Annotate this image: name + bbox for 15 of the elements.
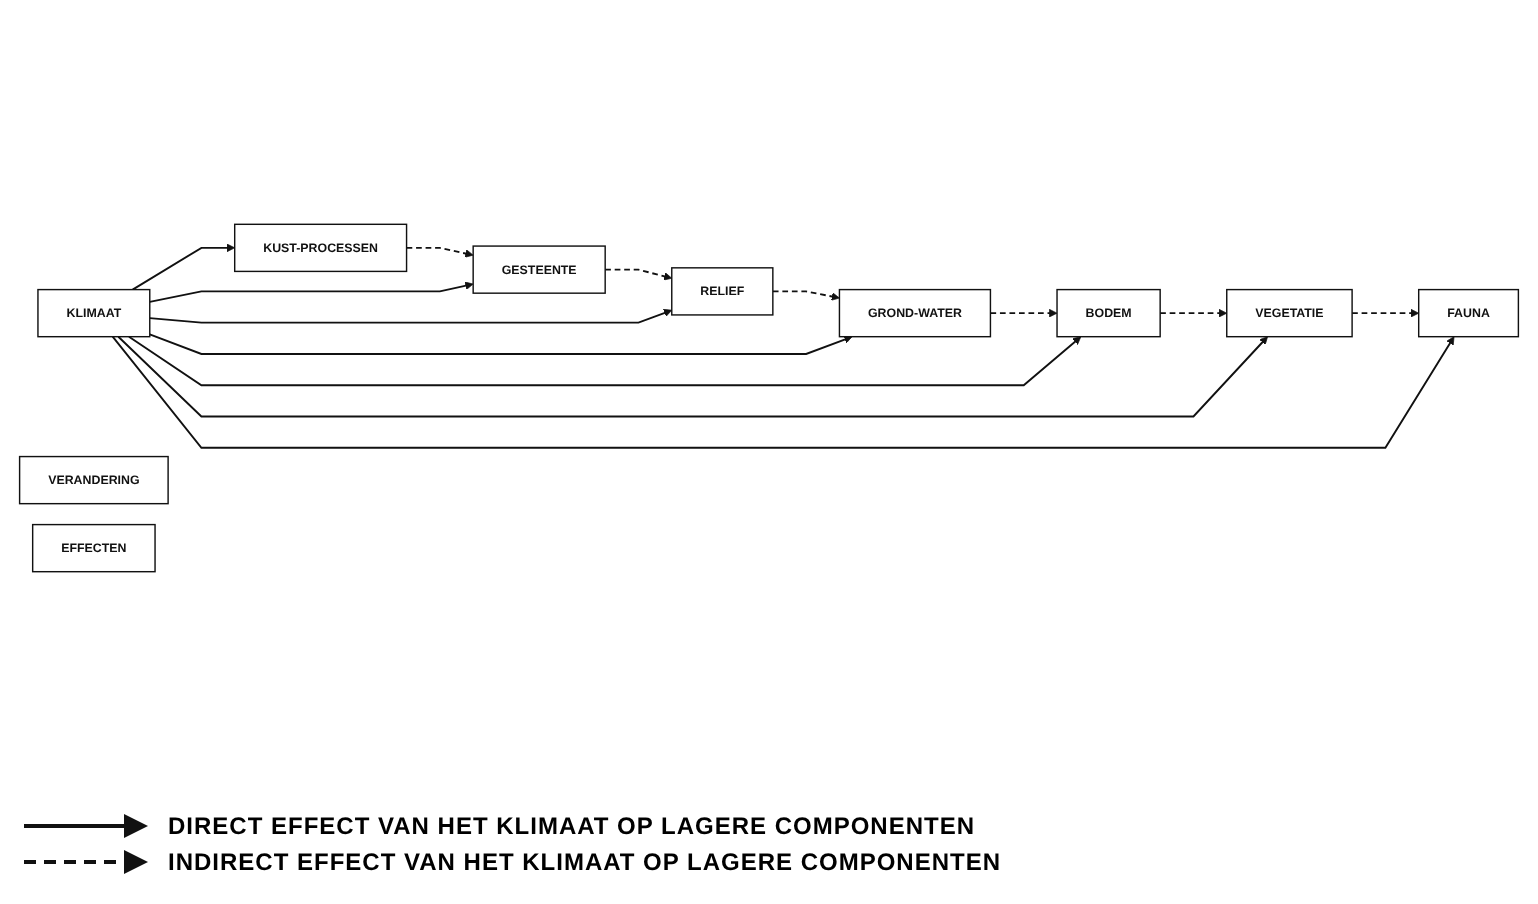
arrow bbox=[128, 335, 1082, 387]
arrow bbox=[405, 246, 474, 258]
arrow bbox=[1351, 308, 1420, 318]
arrow bbox=[148, 308, 673, 324]
legend-text: DIRECT EFFECT VAN HET KLIMAAT OP LAGERE COMPONENTEN bbox=[168, 812, 976, 840]
arrow bbox=[771, 290, 840, 301]
arrow bbox=[131, 243, 236, 291]
arrow bbox=[1159, 308, 1228, 318]
arrow bbox=[989, 308, 1058, 318]
legend-text: INDIRECT EFFECT VAN HET KLIMAAT OP LAGERE COMPONENTEN bbox=[168, 848, 1002, 876]
arrow bbox=[148, 281, 474, 303]
arrow bbox=[117, 335, 1268, 418]
arrow bbox=[604, 268, 673, 281]
arrow bbox=[111, 335, 1455, 449]
arrow bbox=[148, 333, 853, 355]
